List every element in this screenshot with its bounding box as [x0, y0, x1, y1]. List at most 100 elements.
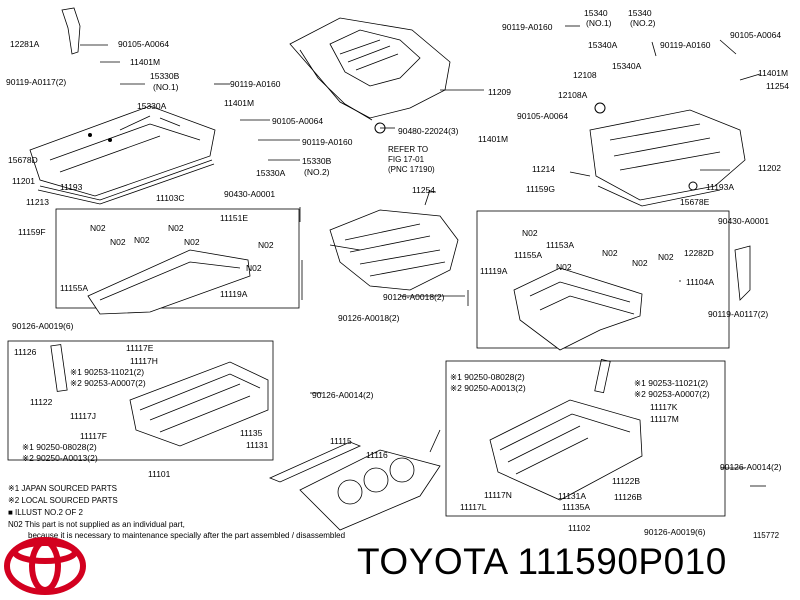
part-label: 11101	[148, 469, 171, 479]
left-cam-housing	[87, 249, 251, 315]
legend-note: ■ ILLUST NO.2 OF 2	[8, 508, 83, 517]
part-label: 15340A	[588, 40, 618, 50]
refer-note-line: FIG 17-01	[388, 155, 425, 164]
left-cylinder-head	[129, 361, 269, 447]
head-gasket-2	[268, 441, 362, 483]
part-label: ※1 90253-11021(2)	[634, 378, 709, 388]
legend-note: ※1 JAPAN SOURCED PARTS	[8, 484, 117, 493]
legend-note: ※2 LOCAL SOURCED PARTS	[8, 496, 118, 505]
part-label: 11401M	[758, 68, 789, 78]
part-label: 11209	[488, 87, 512, 97]
left-gasket	[39, 159, 213, 201]
part-label: ※2 90253-A0007(2)	[634, 389, 710, 399]
part-label: 15340	[628, 8, 652, 18]
legend-note: because it is necessary to maintenance s…	[28, 531, 346, 540]
part-label: 11117L	[460, 502, 487, 512]
part-label: 11201	[12, 176, 36, 186]
part-label: 15330A	[256, 168, 286, 178]
part-label: 11254	[766, 81, 790, 91]
part-label: 90126-A0019(6)	[644, 527, 706, 537]
part-label: N02	[632, 258, 648, 268]
part-label: 11117K	[650, 402, 678, 412]
part-label: 11401M	[224, 98, 255, 108]
part-label: 11117E	[126, 343, 154, 353]
left-camshaft-box	[55, 208, 300, 309]
part-label: N02	[168, 223, 184, 233]
part-label: 11119A	[480, 266, 508, 276]
part-label: 90430-A0001	[224, 189, 276, 199]
part-label: N02	[522, 228, 538, 238]
part-label: 90126-A0019(6)	[12, 321, 74, 331]
part-label: 15330A	[137, 101, 167, 111]
part-label: 11151E	[220, 213, 249, 223]
part-label: N02	[110, 237, 126, 247]
page-code: 115772	[753, 531, 780, 540]
part-label: N02	[246, 263, 262, 273]
part-label: 11193	[60, 182, 83, 192]
part-label: 11104A	[686, 277, 715, 287]
part-label: 11213	[26, 197, 50, 207]
right-gasket	[597, 185, 721, 207]
part-label: 11155A	[60, 283, 89, 293]
right-cylinder-head-box	[445, 360, 726, 517]
part-label: 11159F	[18, 227, 46, 237]
part-label: 11117M	[650, 414, 679, 424]
part-label: 11119A	[220, 289, 248, 299]
part-label: 90119-A0160	[502, 22, 553, 32]
part-label: N02	[658, 252, 674, 262]
part-label: 90430-A0001	[718, 216, 770, 226]
part-label: ※1 90250-08028(2)	[450, 372, 525, 382]
part-label: 11103C	[156, 193, 185, 203]
part-label: N02	[258, 240, 274, 250]
part-label: N02	[134, 235, 150, 245]
part-label: 90119-A0117(2)	[708, 309, 769, 319]
part-label: 11401M	[130, 57, 161, 67]
part-label: 11126	[14, 347, 37, 357]
part-label: 90126-A0018(2)	[338, 313, 400, 323]
part-label: 90119-A0117(2)	[6, 77, 67, 87]
part-label: N02	[184, 237, 200, 247]
part-label: 11159G	[526, 184, 555, 194]
part-label: 90105-A0064	[730, 30, 782, 40]
part-label: 11122B	[612, 476, 641, 486]
part-label: 11117J	[70, 411, 96, 421]
part-label: 11153A	[546, 240, 575, 250]
intake-manifold	[329, 209, 459, 291]
part-label: 12108A	[558, 90, 588, 100]
right-valve-cover	[589, 109, 746, 201]
part-label: 11115	[330, 436, 352, 446]
part-label: 11135A	[562, 502, 591, 512]
part-label: 11254	[412, 185, 436, 195]
part-label: 15678E	[680, 197, 710, 207]
part-label: 11135	[240, 428, 263, 438]
part-label: 90126-A0014(2)	[312, 390, 374, 400]
part-label: 90105-A0064	[517, 111, 569, 121]
part-label: 11117H	[130, 356, 158, 366]
part-label: 15678D	[8, 155, 38, 165]
refer-note-line: REFER TO	[388, 145, 429, 154]
part-label: ※1 90250-08028(2)	[22, 442, 97, 452]
part-label: 11117F	[80, 431, 107, 441]
part-label: 12282D	[684, 248, 714, 258]
refer-note-line: (PNC 17190)	[388, 165, 435, 174]
toyota-emblem-icon	[4, 537, 86, 595]
part-label: 15340A	[612, 61, 642, 71]
part-label: 11131	[246, 440, 269, 450]
part-label: 11122	[30, 397, 53, 407]
right-cam-housing	[513, 267, 643, 351]
left-cylinder-head-box	[7, 340, 274, 461]
part-label: N02	[556, 262, 572, 272]
part-label: 15330B	[302, 156, 332, 166]
part-label: 90480-22024(3)	[398, 126, 459, 136]
part-label: (NO.1)	[586, 18, 612, 28]
part-label: 90126-A0014(2)	[720, 462, 782, 472]
part-label: 90119-A0160	[230, 79, 281, 89]
part-label: 11117N	[484, 490, 512, 500]
right-camshaft-box	[476, 210, 730, 349]
part-label: ※1 90253-11021(2)	[70, 367, 145, 377]
part-label: 90105-A0064	[272, 116, 324, 126]
part-label: 12281A	[10, 39, 40, 49]
legend-note: N02 This part is not supplied as an indi…	[8, 520, 185, 529]
part-label: 11116	[366, 450, 388, 460]
